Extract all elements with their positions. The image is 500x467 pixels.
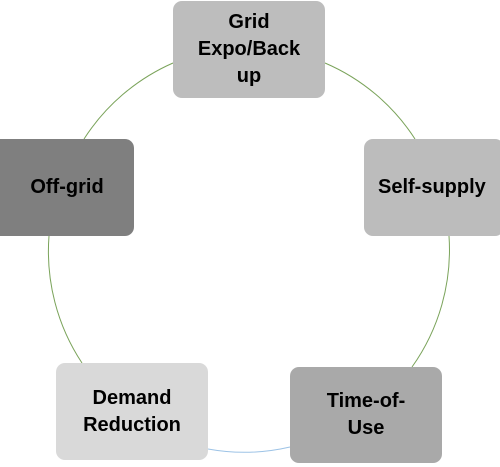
node-grid-label: Grid Expo/Back up (197, 11, 301, 87)
connector-time-to-demand (207, 446, 291, 453)
connector-self-to-time (411, 235, 450, 368)
node-time-of-use: Time-of- Use (290, 367, 442, 463)
node-demand-reduction-label: Demand Reduction (83, 386, 181, 436)
node-self-supply-label: Self-supply (378, 176, 486, 198)
connector-offgrid-to-grid (83, 62, 174, 140)
node-grid-export-backup: Grid Expo/Back up (173, 1, 325, 98)
connector-grid-to-self (324, 62, 416, 140)
node-off-grid: Off-grid (0, 139, 134, 236)
node-self-supply: Self-supply (364, 139, 500, 236)
connector-demand-to-offgrid (47, 235, 83, 364)
node-demand-reduction: Demand Reduction (56, 363, 208, 460)
node-time-of-use-label: Time-of- Use (326, 390, 406, 439)
node-off-grid-label: Off-grid (30, 176, 104, 198)
